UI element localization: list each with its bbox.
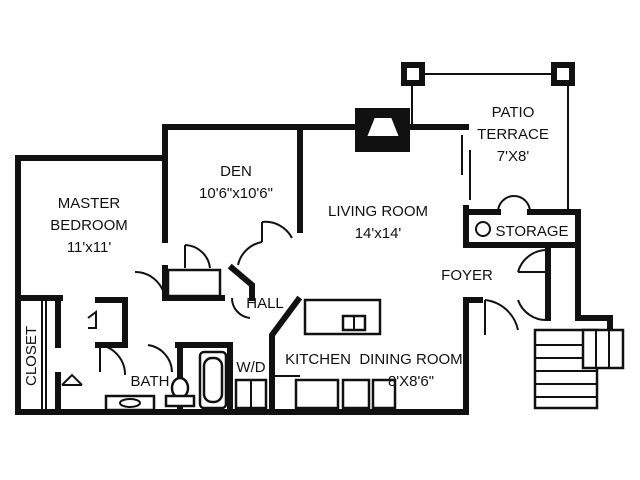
kitchen-fixtures: [272, 298, 397, 410]
entry-stairs: [517, 242, 625, 410]
foyer-door: [484, 299, 519, 335]
hall-label: HALL: [246, 295, 284, 312]
den-doors: [237, 220, 293, 266]
closet-area: [41, 300, 47, 410]
kitchen-label: KITCHEN: [285, 351, 351, 368]
living-room-dims: 14'x14': [355, 225, 402, 242]
bath-label: BATH: [131, 373, 170, 390]
master-bedroom-label-1: MASTER: [58, 195, 121, 212]
living-room-label: LIVING ROOM: [328, 203, 428, 220]
fireplace: [355, 108, 410, 152]
storage-closet: [463, 195, 581, 237]
den-label: DEN: [220, 163, 252, 180]
bathroom-fixtures: [61, 310, 228, 412]
patio-structure: [401, 62, 575, 212]
patio-dims: 7'X8': [497, 148, 530, 165]
dining-room-label: DINING ROOM: [359, 351, 462, 368]
den-dims: 10'6"x10'6": [199, 185, 273, 202]
foyer-label: FOYER: [441, 267, 493, 284]
closet-label: CLOSET: [23, 326, 40, 386]
washer-dryer: [234, 378, 268, 410]
patio-label-2: TERRACE: [477, 126, 549, 143]
storage-label: STORAGE: [495, 223, 568, 240]
master-bedroom-dims: 11'x11': [67, 239, 112, 256]
room-labels: MASTER BEDROOM 11'x11' DEN 10'6"x10'6" L…: [23, 104, 569, 390]
patio-label-1: PATIO: [492, 104, 535, 121]
dining-room-dims: 8'X8'6": [388, 373, 434, 390]
bedroom-doors: [134, 244, 251, 319]
sliding-door: [461, 135, 471, 200]
master-bedroom-label-2: BEDROOM: [50, 217, 128, 234]
wd-label: W/D: [236, 359, 265, 376]
